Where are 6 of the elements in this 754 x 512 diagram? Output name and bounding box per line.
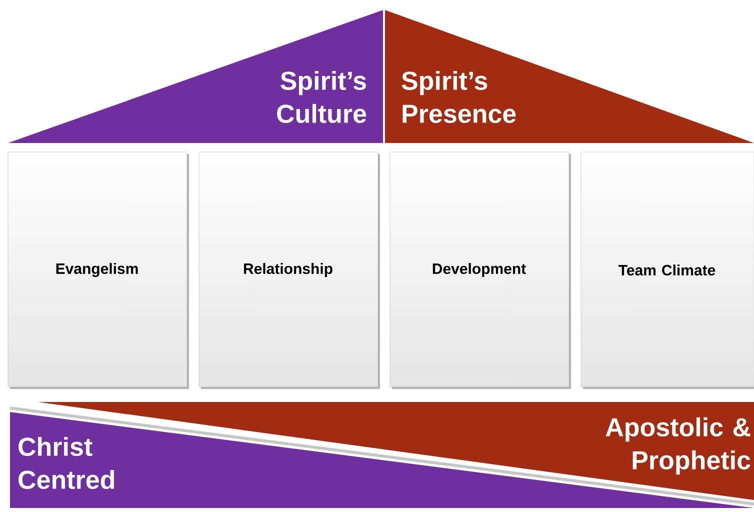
pillar-box: Evangelism: [8, 152, 189, 389]
pillar-box: Team Climate: [580, 152, 754, 389]
roof-triangle: Spirit’s Culture: [8, 10, 383, 143]
pillar-box: Relationship: [198, 152, 380, 389]
roof-triangle: Spirit’s Presence: [385, 10, 754, 143]
pillar-box: Development: [390, 152, 571, 389]
